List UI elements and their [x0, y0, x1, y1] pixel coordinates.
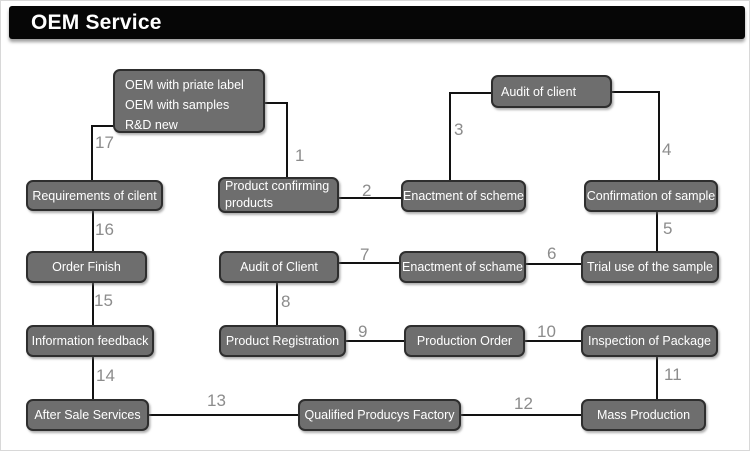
connector-line [449, 92, 451, 180]
edge-label-14: 14 [96, 366, 115, 385]
node-enactment-of-schame: Enactment of schame [399, 251, 526, 283]
connector-line [525, 263, 582, 265]
node-requirements-of-client: Requirements of cilent [26, 180, 163, 211]
node-trial-use-of-sample: Trial use of the sample [581, 251, 719, 283]
node-oem-options: OEM with priate label OEM with samples R… [113, 69, 265, 133]
connector-line [92, 211, 94, 251]
connector-line [658, 91, 660, 180]
edge-label-7: 7 [360, 245, 370, 264]
node-product-confirming-products: Product confirming products [218, 177, 339, 213]
connector-line [148, 414, 299, 416]
node-label: Product Registration [225, 334, 340, 348]
node-label: Audit of Client [240, 260, 318, 274]
option-line-1: OEM with priate label [125, 78, 244, 92]
node-after-sale-services: After Sale Services [26, 399, 149, 431]
node-label: Requirements of cilent [32, 188, 157, 203]
edge-label-1: 1 [295, 146, 305, 165]
node-label: Enactment of scheme [403, 189, 524, 203]
edge-label-16: 16 [95, 220, 114, 239]
option-line-2: OEM with samples [125, 98, 230, 112]
node-product-registration: Product Registration [219, 325, 346, 357]
connector-line [656, 357, 658, 399]
node-label: Product confirming products [225, 178, 330, 211]
edge-label-6: 6 [547, 244, 557, 263]
edge-label-2: 2 [362, 181, 372, 200]
node-production-order: Production Order [404, 325, 525, 357]
edge-label-12: 12 [514, 394, 533, 413]
edge-label-17: 17 [95, 133, 114, 152]
edge-label-10: 10 [537, 322, 556, 341]
connector-line [338, 262, 400, 264]
header-bar: OEM Service [9, 6, 745, 39]
option-line-3: R&D new [125, 118, 178, 132]
node-label: Qualified Producys Factory [304, 408, 455, 422]
connector-line [92, 357, 94, 399]
connector-line [338, 197, 402, 199]
node-enactment-of-scheme: Enactment of scheme [401, 180, 526, 212]
node-label: Audit of client [501, 84, 577, 99]
connector-line [276, 283, 278, 325]
node-audit-of-client-top: Audit of client [491, 75, 612, 108]
node-order-finish: Order Finish [26, 251, 147, 283]
node-label: Production Order [416, 334, 513, 348]
node-label: Order Finish [52, 260, 121, 274]
edge-label-3: 3 [454, 120, 464, 139]
node-inspection-of-package: Inspection of Package [581, 325, 718, 357]
node-mass-production: Mass Production [581, 399, 706, 431]
connector-line [92, 125, 114, 127]
node-label: Enactment of schame [402, 260, 523, 274]
node-confirmation-of-sample: Confirmation of sample [584, 180, 718, 212]
connector-line [656, 212, 658, 251]
connector-line [524, 340, 582, 342]
connector-line [91, 125, 93, 180]
page-title: OEM Service [31, 10, 162, 34]
connector-line [460, 414, 582, 416]
node-label: Trial use of the sample [587, 260, 713, 274]
node-information-feedback: Information feedback [26, 325, 154, 357]
edge-label-8: 8 [281, 292, 291, 311]
node-audit-of-client: Audit of Client [219, 251, 339, 283]
connector-line [264, 102, 288, 104]
edge-label-13: 13 [207, 391, 226, 410]
node-label: Inspection of Package [588, 334, 711, 348]
edge-label-4: 4 [662, 140, 672, 159]
node-label: Confirmation of sample [586, 189, 716, 203]
edge-label-5: 5 [663, 219, 673, 238]
connector-line [450, 92, 493, 94]
edge-label-9: 9 [358, 322, 368, 341]
node-label: Mass Production [596, 408, 691, 422]
connector-line [92, 283, 94, 325]
node-label: After Sale Services [34, 408, 141, 422]
node-label: Information feedback [31, 334, 149, 348]
connector-line [286, 102, 288, 178]
edge-label-11: 11 [664, 365, 682, 384]
edge-label-15: 15 [94, 291, 113, 310]
connector-line [345, 340, 405, 342]
connector-line [611, 91, 660, 93]
node-qualified-products-factory: Qualified Producys Factory [298, 399, 461, 431]
